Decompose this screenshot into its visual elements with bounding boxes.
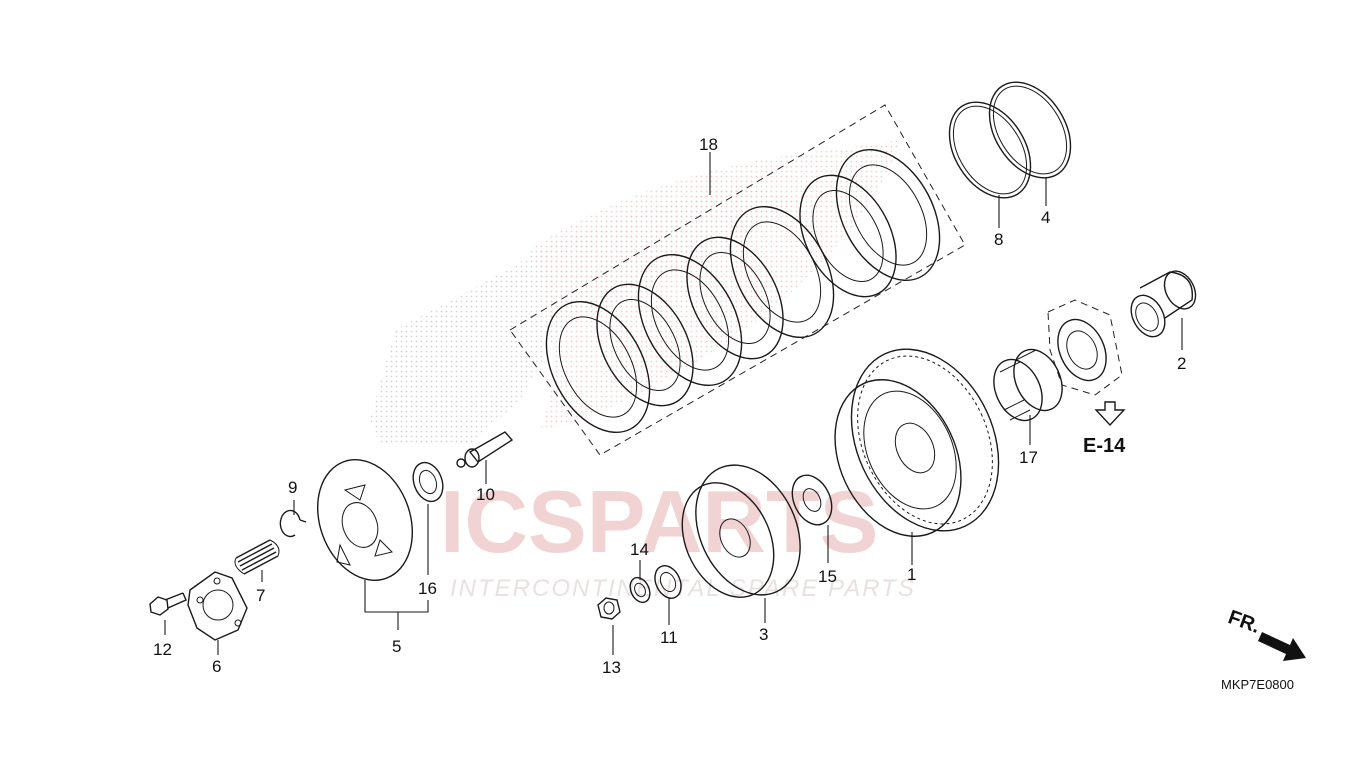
reference-arrow	[1094, 401, 1126, 427]
callout-6: 6	[212, 657, 221, 676]
callout-8: 8	[994, 230, 1003, 249]
drawing-code: MKP7E0800	[1221, 677, 1294, 692]
part-1-clutch-outer	[834, 348, 1000, 537]
part-12-bolt	[149, 592, 187, 616]
watermark: ICSPARTS INTERCONTINENTAL SPARE PARTS	[370, 140, 916, 602]
direction-label: FR.	[1225, 606, 1263, 638]
callout-11: 11	[660, 628, 678, 647]
part-3-clutch-center	[681, 464, 801, 598]
callout-labels: 1 2 3 4 5 6 7 8 9 10 11 12 13 14 15 16 1…	[153, 135, 1186, 677]
callout-7: 7	[256, 586, 265, 605]
part-11-washer	[654, 565, 682, 599]
part-13-lock-nut	[597, 597, 621, 620]
part-5-pressure-plate	[316, 459, 414, 581]
callout-1: 1	[907, 565, 916, 584]
part-4-ring	[988, 81, 1072, 179]
callout-15: 15	[818, 567, 837, 586]
watermark-brand: ICSPARTS	[440, 472, 878, 571]
reference-label: E-14	[1083, 435, 1126, 457]
oil-pump-drive-sprocket	[1047, 299, 1123, 396]
callout-13: 13	[602, 658, 621, 677]
part-15-thrust-washer	[791, 474, 833, 526]
part-9-set-ring	[279, 509, 307, 538]
watermark-tagline: INTERCONTINENTAL SPARE PARTS	[450, 575, 916, 602]
callout-3: 3	[759, 625, 768, 644]
part-7-clutch-spring	[234, 539, 280, 575]
callout-10: 10	[476, 485, 495, 504]
part-14-washer	[629, 576, 651, 604]
part-18-clutch-plate-set	[509, 104, 966, 456]
callout-16: 16	[418, 579, 437, 598]
callout-12: 12	[153, 640, 172, 659]
callout-14: 14	[630, 540, 649, 559]
callout-9: 9	[288, 478, 297, 497]
callout-18: 18	[699, 135, 718, 154]
direction-arrow	[1258, 632, 1306, 661]
callout-4: 4	[1041, 208, 1050, 227]
part-8-ring	[948, 101, 1032, 199]
part-17-needle-bearing	[993, 348, 1063, 422]
callout-2: 2	[1177, 354, 1186, 373]
callout-5: 5	[392, 637, 401, 656]
part-10-lifter-rod	[456, 431, 514, 468]
part-6-lifter-plate	[187, 571, 248, 641]
part-2-collar	[1130, 270, 1197, 338]
leader-lines	[164, 152, 1183, 655]
part-16-bearing	[412, 461, 444, 503]
callout-17: 17	[1019, 448, 1038, 467]
